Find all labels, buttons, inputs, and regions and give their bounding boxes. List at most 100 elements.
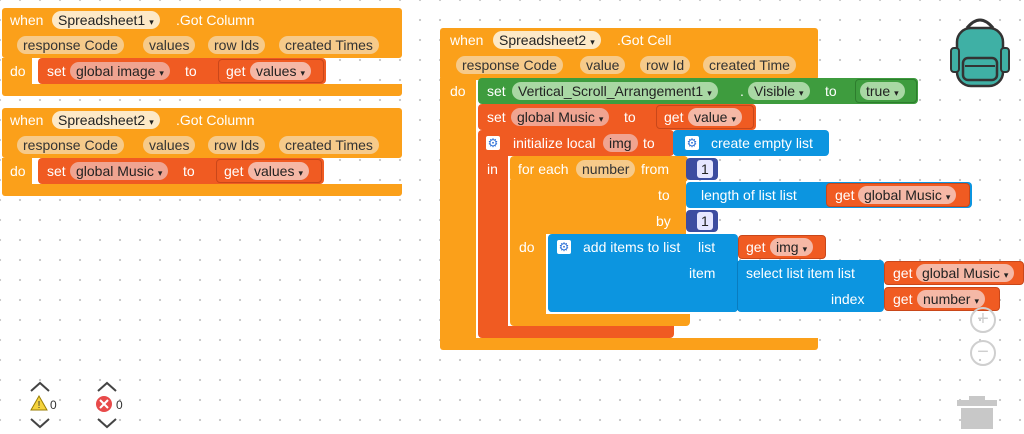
event2-set-label: set xyxy=(47,163,66,179)
get-global-music-2-label: get xyxy=(893,265,913,281)
event1-get-label: get xyxy=(226,63,246,79)
set-music-var-dropdown[interactable]: global Music▾ xyxy=(511,108,610,126)
event3-param-1[interactable]: value xyxy=(580,56,626,74)
for-each-to: to xyxy=(658,187,670,203)
event1-param-1[interactable]: values xyxy=(143,36,196,54)
select-list-item-label: select list item list xyxy=(746,265,855,281)
get-number-label: get xyxy=(893,291,913,307)
get-img-label: get xyxy=(746,239,766,255)
for-each-from: from xyxy=(641,161,669,177)
by-number-value[interactable]: 1 xyxy=(697,212,713,230)
select-index-kw: index xyxy=(831,291,865,307)
error-prev-arrow[interactable] xyxy=(96,380,118,392)
event-block-3-footer xyxy=(440,338,818,350)
loop-var-name[interactable]: number xyxy=(576,160,636,178)
select-list-item-block[interactable] xyxy=(737,260,884,312)
event3-event-name: .Got Cell xyxy=(617,32,672,48)
event2-param-0[interactable]: response Code xyxy=(17,136,124,154)
event2-to: to xyxy=(183,163,195,179)
create-list-gear-icon[interactable]: ⚙ xyxy=(685,136,699,150)
event1-param-2[interactable]: row Ids xyxy=(208,36,266,54)
get-global-music-2-dropdown[interactable]: global Music▾ xyxy=(916,264,1015,282)
event-block-1-footer xyxy=(2,84,402,96)
initialize-local-label: initialize local xyxy=(513,135,596,151)
backpack-icon[interactable] xyxy=(945,14,1015,90)
error-icon[interactable] xyxy=(95,395,113,413)
event1-set-label: set xyxy=(47,63,66,79)
get-global-music-dropdown[interactable]: global Music▾ xyxy=(858,186,957,204)
get-value-dropdown[interactable]: value▾ xyxy=(688,108,742,126)
warning-count: 0 xyxy=(50,398,57,412)
event1-when: when xyxy=(10,12,44,28)
event2-get-var-dropdown[interactable]: values▾ xyxy=(248,162,309,180)
for-each-footer xyxy=(510,314,690,326)
initialize-local-block[interactable] xyxy=(478,130,674,156)
set-music-label: set xyxy=(487,109,506,125)
get-img-dropdown[interactable]: img▾ xyxy=(770,238,814,256)
trash-icon[interactable] xyxy=(955,396,999,429)
event-block-1-bottom xyxy=(2,58,32,86)
svg-text:!: ! xyxy=(38,400,41,411)
add-items-gear-icon[interactable]: ⚙ xyxy=(557,240,571,254)
create-empty-list-block[interactable] xyxy=(673,130,829,156)
event2-do: do xyxy=(10,163,26,179)
event3-param-2[interactable]: row Id xyxy=(640,56,691,74)
event2-component-dropdown[interactable]: Spreadsheet2▾ xyxy=(52,111,160,129)
event1-to: to xyxy=(185,63,197,79)
component-dropdown-vsa1[interactable]: Vertical_Scroll_Arrangement1▾ xyxy=(512,82,718,100)
event-block-2-footer xyxy=(2,184,402,196)
zoom-out-icon[interactable]: − xyxy=(970,340,996,366)
event2-get-label: get xyxy=(224,163,244,179)
get-value-label: get xyxy=(664,109,684,125)
for-each-label: for each xyxy=(518,161,569,177)
add-items-list-kw: list xyxy=(698,239,716,255)
event1-do: do xyxy=(10,63,26,79)
initialize-local-in: in xyxy=(487,161,498,177)
true-dropdown[interactable]: true▾ xyxy=(860,82,905,100)
set-music-to: to xyxy=(624,109,636,125)
event3-do: do xyxy=(450,83,466,99)
event2-param-1[interactable]: values xyxy=(143,136,196,154)
event1-component-dropdown[interactable]: Spreadsheet1▾ xyxy=(52,11,160,29)
get-global-music-label: get xyxy=(835,187,855,203)
error-count: 0 xyxy=(116,398,123,412)
warning-icon[interactable]: ! xyxy=(30,394,48,411)
event3-param-3[interactable]: created Time xyxy=(703,56,796,74)
event3-param-0[interactable]: response Code xyxy=(456,56,563,74)
event1-get-var-dropdown[interactable]: values▾ xyxy=(250,62,311,80)
initialize-local-footer xyxy=(478,326,674,338)
length-of-list-label: length of list list xyxy=(701,187,797,203)
event3-when: when xyxy=(450,32,484,48)
add-items-item-kw: item xyxy=(689,265,716,281)
event2-when: when xyxy=(10,112,44,128)
event3-component-dropdown[interactable]: Spreadsheet2▾ xyxy=(493,31,601,49)
error-next-arrow[interactable] xyxy=(96,416,118,429)
for-each-right xyxy=(546,180,686,234)
event1-param-3[interactable]: created Times xyxy=(279,36,379,54)
set-visible-to: to xyxy=(825,83,837,99)
event1-var-dropdown[interactable]: global image▾ xyxy=(70,62,170,80)
property-dropdown-visible[interactable]: Visible▾ xyxy=(748,82,810,100)
event1-param-0[interactable]: response Code xyxy=(17,36,124,54)
create-empty-list-label: create empty list xyxy=(711,135,813,151)
add-items-label: add items to list xyxy=(583,239,681,255)
event2-var-dropdown[interactable]: global Music▾ xyxy=(70,162,169,180)
set-visible-dot: . xyxy=(740,83,744,99)
warning-next-arrow[interactable] xyxy=(29,416,51,429)
event1-event-name: .Got Column xyxy=(176,12,255,28)
get-number-dropdown[interactable]: number▾ xyxy=(917,290,985,308)
local-var-name[interactable]: img xyxy=(603,134,638,152)
event2-event-name: .Got Column xyxy=(176,112,255,128)
event2-param-2[interactable]: row Ids xyxy=(208,136,266,154)
warning-prev-arrow[interactable] xyxy=(29,380,51,392)
for-each-by: by xyxy=(656,213,671,229)
event2-param-3[interactable]: created Times xyxy=(279,136,379,154)
add-items-main-side xyxy=(548,256,738,312)
event-block-2-bottom xyxy=(2,158,32,186)
mutator-gear-icon[interactable]: ⚙ xyxy=(486,136,500,150)
from-number-value[interactable]: 1 xyxy=(697,160,713,178)
initialize-local-to: to xyxy=(643,135,655,151)
zoom-in-icon[interactable]: + xyxy=(970,307,996,333)
for-each-do: do xyxy=(519,239,535,255)
set-visible-label: set xyxy=(487,83,506,99)
